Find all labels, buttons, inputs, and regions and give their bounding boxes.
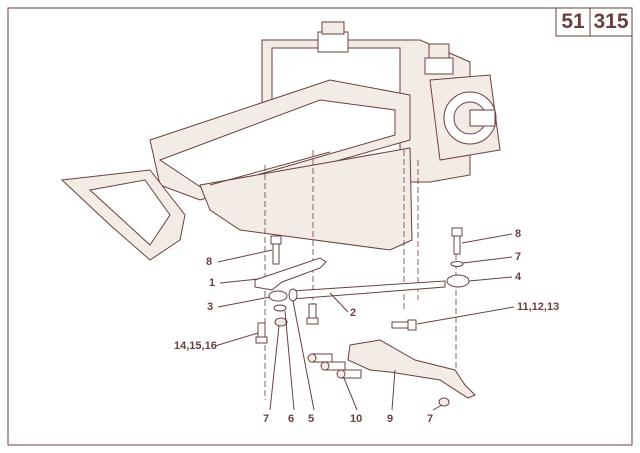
callout-6: 6 xyxy=(288,413,295,425)
callout-9: 9 xyxy=(387,413,394,425)
bolts-part-10 xyxy=(307,353,362,379)
callout-11-12-13: 11,12,13 xyxy=(517,301,560,313)
nut-part-7 xyxy=(274,317,288,327)
callout-8: 8 xyxy=(206,256,213,268)
callout-1: 1 xyxy=(209,277,216,289)
bolt-part-8 xyxy=(270,235,282,265)
bolt-part-8-right xyxy=(451,227,463,255)
callout-2: 2 xyxy=(350,307,357,319)
callout-7-right: 7 xyxy=(515,251,522,263)
diagram-frame xyxy=(7,7,633,446)
group-number: 51 xyxy=(561,10,585,33)
callout-10: 10 xyxy=(350,413,363,425)
bolt-part-11-12-13 xyxy=(391,319,417,331)
callout-3: 3 xyxy=(207,301,214,313)
bracket-part-9 xyxy=(347,339,476,399)
callout-4: 4 xyxy=(515,271,522,283)
page-number: 315 xyxy=(593,10,629,33)
tractor-frame-assembly xyxy=(60,21,501,261)
callout-5: 5 xyxy=(308,413,315,425)
callout-7: 7 xyxy=(263,413,270,425)
callout-8-right: 8 xyxy=(515,228,522,240)
nut-part-5 xyxy=(288,288,298,302)
washer-part-7 xyxy=(450,261,464,267)
rod-end-part-3 xyxy=(268,290,288,302)
washer-part-6 xyxy=(273,304,287,312)
plate-part-1 xyxy=(254,257,327,291)
callout-14-15-16: 14,15,16 xyxy=(174,340,217,352)
rod-end-part-4 xyxy=(446,274,470,288)
tie-rod-part-2 xyxy=(268,274,470,302)
bolt-part xyxy=(306,303,319,325)
bolt-part-14-15-16 xyxy=(255,322,268,344)
callout-7-lower: 7 xyxy=(427,413,434,425)
nut-part-7-lower xyxy=(438,397,450,407)
reference-box xyxy=(555,7,633,37)
